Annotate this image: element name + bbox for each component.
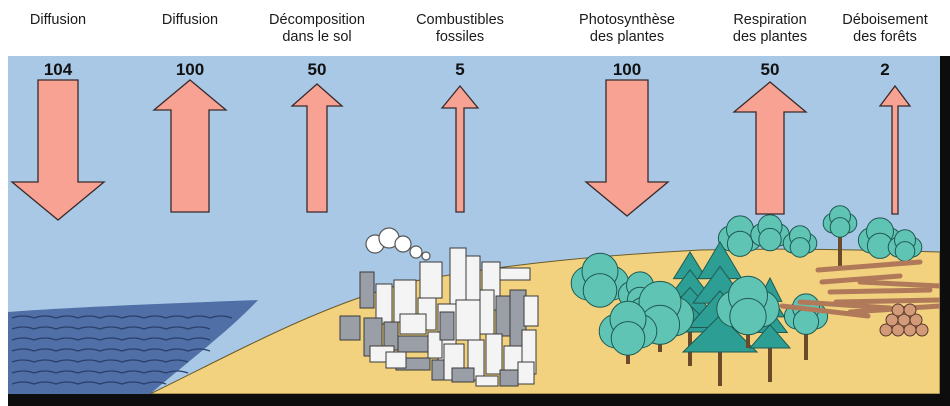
factory-block: [499, 369, 519, 387]
factory-block: [479, 289, 495, 335]
ocean: [8, 300, 258, 394]
flow-label-deforestation: Déboisement des forêts: [810, 12, 950, 46]
factory-block: [455, 299, 481, 341]
factory-block: [399, 313, 427, 335]
cut-logs: [779, 259, 943, 337]
flow-label-plant-respiration: Respiration des plantes: [695, 12, 845, 46]
factory-block: [431, 359, 445, 381]
flow-label-decomposition: Décomposition dans le sol: [242, 12, 392, 46]
log: [797, 299, 893, 311]
factory-block: [419, 261, 443, 299]
flow-label-line1: Photosynthèse: [579, 12, 675, 28]
factory-block: [451, 367, 475, 383]
factory-block: [339, 315, 361, 341]
log-end: [903, 303, 917, 317]
flow-label-diffusion-ocean: Diffusion: [0, 12, 133, 29]
flow-label-line2: des plantes: [732, 29, 808, 45]
wave-line: [11, 315, 233, 319]
round-tree-crown: [717, 215, 763, 257]
log-end: [891, 303, 905, 317]
frame-bottom-border: [8, 394, 950, 406]
log: [857, 279, 943, 289]
flow-value-diffusion-ocean: 104: [43, 60, 73, 79]
tree-trunk: [838, 226, 842, 266]
flow-label-line1: Déboisement: [842, 12, 928, 28]
forest-trees: [570, 205, 923, 386]
log-end: [909, 313, 923, 327]
flow-label-fossil-fuels: Combustibles fossiles: [385, 12, 535, 46]
factory-block: [517, 361, 535, 385]
round-tree-crown: [782, 225, 818, 258]
flow-label-line2: fossiles: [435, 29, 485, 45]
flow-value-plant-respiration: 50: [760, 60, 780, 79]
wave-line: [11, 359, 189, 363]
factory-block: [359, 271, 375, 309]
flow-label-line1: Diffusion: [161, 12, 219, 28]
log: [833, 297, 941, 305]
log: [815, 259, 923, 273]
wave-line: [11, 370, 189, 374]
flow-label-line2: dans le sol: [282, 29, 352, 45]
factory-block: [439, 311, 455, 341]
ocean-waves: [11, 315, 233, 385]
factory-block: [427, 331, 443, 359]
factory-smoke: [365, 227, 431, 261]
factory-block: [397, 335, 429, 353]
flow-arrow-up-1: [152, 79, 228, 213]
wave-line: [11, 348, 211, 352]
flow-label-line1: Diffusion: [29, 12, 87, 28]
tree-trunk: [718, 346, 722, 386]
conifer-tier: [748, 323, 792, 349]
round-tree-crown: [598, 300, 658, 356]
flow-label-line2: des forêts: [853, 29, 917, 45]
round-tree-crown: [822, 205, 858, 238]
flow-label-line1: Combustibles: [416, 12, 504, 28]
flow-arrow-down-4: [584, 79, 670, 217]
factory-block: [449, 247, 467, 309]
flow-label-line1: Décomposition: [269, 12, 365, 28]
flow-label-line2: des plantes: [589, 29, 665, 45]
flow-value-photosynthesis: 100: [612, 60, 642, 79]
flow-value-deforestation: 2: [880, 60, 890, 79]
flow-arrow-up-5: [732, 81, 808, 215]
flow-value-fossil-fuels: 5: [455, 60, 465, 79]
flow-arrow-up-3: [440, 84, 480, 213]
wave-line: [11, 337, 211, 341]
log: [779, 303, 871, 319]
log: [827, 287, 933, 295]
flow-arrow-up-6: [878, 84, 912, 215]
factory-block: [485, 333, 503, 375]
tree-trunk: [804, 320, 808, 360]
flow-value-decomposition: 50: [307, 60, 327, 79]
wave-line: [11, 326, 211, 330]
round-tree-crown: [887, 229, 923, 262]
flow-value-diffusion-air: 100: [175, 60, 205, 79]
flow-arrows: [10, 79, 912, 221]
frame-right-border: [940, 56, 950, 406]
flow-label-photosynthesis: Photosynthèse des plantes: [552, 12, 702, 46]
flow-label-diffusion-air: Diffusion: [115, 12, 265, 29]
log-end: [915, 323, 929, 337]
flow-arrow-up-2: [290, 83, 344, 213]
factory-block: [465, 255, 481, 307]
wave-line: [11, 381, 167, 385]
log: [819, 273, 903, 285]
factory-block: [523, 295, 539, 327]
flow-arrow-down-0: [10, 79, 106, 221]
factory-buildings: [339, 227, 539, 387]
factory-block: [499, 267, 531, 281]
conifer-tier: [681, 314, 759, 353]
factory-block: [475, 375, 499, 387]
factory-block: [385, 351, 407, 369]
flow-label-line1: Respiration: [733, 12, 807, 28]
round-tree-crown: [716, 275, 780, 336]
tree-trunk: [768, 342, 772, 382]
